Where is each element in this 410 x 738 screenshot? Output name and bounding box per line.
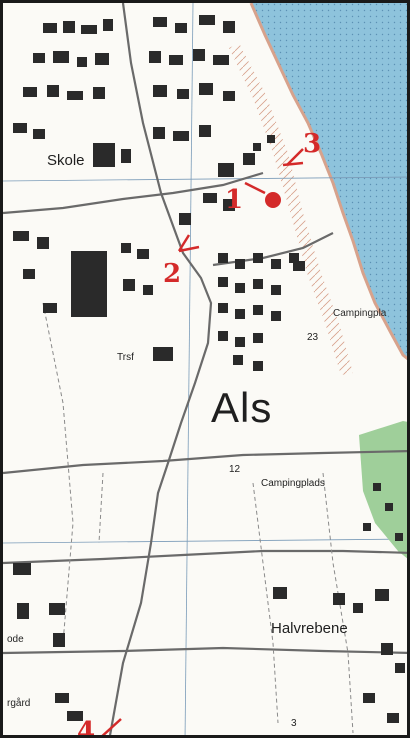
location-dot (265, 192, 281, 208)
place-label-campingplads: Campingplads (261, 478, 325, 489)
place-label-gaard: rgård (7, 698, 31, 709)
town-label: Als (211, 384, 273, 431)
paths (42, 302, 354, 734)
marker-2: 2 (163, 259, 182, 289)
beach-strip (229, 43, 353, 375)
place-label-sted: ode (7, 634, 24, 645)
place-label-campingplads-top: Campingpla (333, 308, 387, 319)
coastline (249, 3, 407, 361)
sea-texture (251, 3, 407, 359)
map-canvas (3, 3, 407, 735)
place-label-skole: Skole (47, 152, 85, 169)
forest-area (359, 421, 407, 559)
number-label-12: 12 (229, 464, 241, 475)
place-label-trsf: Trsf (117, 352, 134, 363)
roads (3, 3, 407, 735)
marker-1: 1 (225, 185, 244, 215)
number-label-3: 3 (291, 718, 297, 729)
place-label-halvrebene: Halvrebene (271, 620, 348, 637)
marker-4: 4 (77, 717, 96, 738)
buildings (13, 15, 405, 723)
marker-3: 3 (303, 129, 322, 159)
annotation-arrows (101, 148, 304, 735)
number-label-23: 23 (307, 332, 319, 343)
grid-line (3, 176, 407, 182)
grid-line (184, 3, 194, 735)
